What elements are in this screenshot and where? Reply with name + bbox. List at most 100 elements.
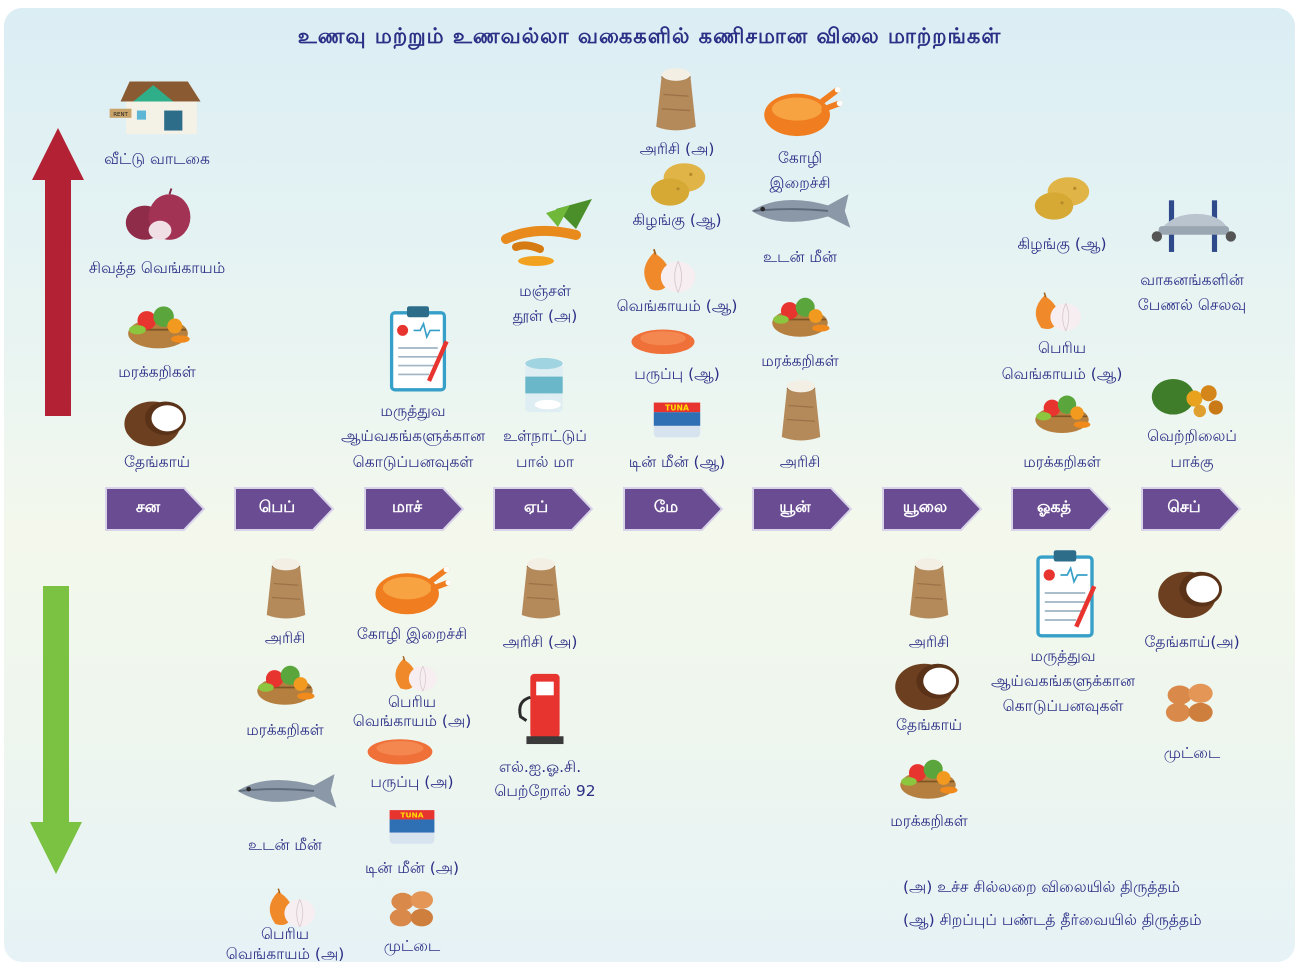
item-label: வெங்காயம் (ஆ) <box>1001 365 1123 383</box>
item-label: பெரிய <box>1037 339 1087 357</box>
item-label: பேணல் செலவு <box>1137 296 1247 314</box>
red-onion-icon <box>122 188 198 246</box>
item-label: கிழங்கு (ஆ) <box>1017 235 1107 253</box>
item-label: வாகனங்களின் <box>1140 271 1244 289</box>
item-label: கொடுப்பனவுகள் <box>352 453 474 471</box>
betel-areca-icon <box>1150 368 1230 422</box>
vegetables-icon <box>120 298 196 354</box>
fish-icon <box>744 186 856 234</box>
house-icon <box>106 74 206 138</box>
item-label: ஆய்வகங்களுக்கான <box>990 672 1136 690</box>
fish-icon <box>230 766 342 814</box>
item-label: பெரிய <box>387 693 437 711</box>
item-label: பால் மா <box>516 453 574 471</box>
item-label: தேங்காய் <box>896 716 962 734</box>
item-label: பருப்பு (ஆ) <box>634 365 720 383</box>
tuna-can-icon <box>384 802 440 850</box>
dhal-icon <box>628 322 698 358</box>
tuna-can-icon <box>648 394 706 444</box>
month-label: மாச் <box>391 497 423 516</box>
rice-sack-icon <box>646 62 706 134</box>
item-label: வெங்காயம் (அ) <box>225 945 345 963</box>
rice-sack-icon <box>256 552 316 622</box>
rice-sack-icon <box>772 374 830 444</box>
item-label: உடன் மீன் <box>763 248 837 266</box>
vegetables-icon <box>248 658 322 710</box>
item-label: பெற்றோல் 92 <box>494 782 596 800</box>
egg-icon <box>382 884 444 932</box>
price-increase-arrow <box>32 128 84 416</box>
item-label: கிழங்கு (ஆ) <box>632 211 722 229</box>
item-label: கோழி இறைச்சி <box>356 625 468 643</box>
vegetables-icon <box>890 752 966 804</box>
month-mar-arrow: மாச் <box>363 484 467 534</box>
item-label: அரிசி (அ) <box>639 140 715 158</box>
item-label: டின் மீன் (ஆ) <box>628 453 726 471</box>
diagram-background <box>4 8 1295 962</box>
item-label: தூள் (அ) <box>512 307 578 325</box>
item-label: மரக்கறிகள் <box>118 363 196 381</box>
item-label: பெரிய <box>260 925 310 943</box>
item-label: மஞ்சள் <box>519 282 571 300</box>
medical-report-icon <box>378 304 458 392</box>
month-apr-arrow: ஏப் <box>492 484 596 534</box>
coconut-icon <box>118 394 198 450</box>
month-jul-arrow: யூலை <box>881 484 985 534</box>
coconut-icon <box>888 656 972 714</box>
month-label: மே <box>653 497 679 516</box>
coconut-icon <box>1150 564 1236 622</box>
potato-icon <box>646 160 710 208</box>
onion-icon <box>378 652 448 694</box>
chicken-icon <box>368 562 452 618</box>
item-label: டின் மீன் (அ) <box>364 859 460 877</box>
item-label: மருத்துவ <box>1030 647 1096 665</box>
item-label: எல்.ஐ.ஓ.சி. <box>498 758 582 776</box>
month-aug-arrow: ஓகத் <box>1010 484 1114 534</box>
item-label: கொடுப்பனவுகள் <box>1002 697 1124 715</box>
car-service-icon <box>1150 196 1236 258</box>
item-label: அரிசி (அ) <box>502 633 578 651</box>
item-label: வெற்றிலைப் <box>1147 427 1237 445</box>
legend-aa: (ஆ) சிறப்புப் பண்டத் தீர்வையில் திருத்தம… <box>903 911 1202 929</box>
month-jan-arrow: சன <box>104 484 208 534</box>
item-label: தேங்காய் <box>124 453 190 471</box>
item-label: பாக்கு <box>1170 453 1214 471</box>
item-label: மரக்கறிகள் <box>1023 453 1101 471</box>
vegetables-icon <box>1026 388 1098 438</box>
item-label: மரக்கறிகள் <box>761 352 839 370</box>
diagram-title: உணவு மற்றும் உணவல்லா வகைகளில் கணிசமான வி… <box>297 24 1002 48</box>
month-label: யூலை <box>902 497 948 516</box>
month-label: ஏப் <box>523 497 549 516</box>
month-sep-arrow: செப் <box>1140 484 1244 534</box>
month-label: சன <box>135 497 161 516</box>
onion-icon <box>1022 288 1088 334</box>
legend-a: (அ) உச்ச சில்லறை விலையில் திருத்தம் <box>903 878 1181 896</box>
month-may-arrow: மே <box>622 484 726 534</box>
onion-icon <box>630 244 702 296</box>
fuel-pump-icon <box>514 668 574 746</box>
item-label: உடன் மீன் <box>248 836 322 854</box>
item-label: அரிசி <box>264 629 306 647</box>
item-label: மரக்கறிகள் <box>890 812 968 830</box>
month-label: செப் <box>1167 497 1201 516</box>
rice-sack-icon <box>512 552 570 622</box>
month-label: ஓகத் <box>1036 497 1072 516</box>
item-label: மரக்கறிகள் <box>246 721 324 739</box>
turmeric-icon <box>496 198 596 270</box>
potato-icon <box>1030 174 1094 222</box>
item-label: முட்டை <box>1163 744 1221 762</box>
month-jun-arrow: யூன் <box>751 484 855 534</box>
item-label: இறைச்சி <box>769 174 831 192</box>
egg-icon <box>1158 676 1224 728</box>
item-label: உள்நாட்டுப் <box>503 427 587 445</box>
item-label: சிவத்த வெங்காயம் <box>88 259 226 277</box>
item-label: அரிசி <box>779 453 821 471</box>
item-label: ஆய்வகங்களுக்கான <box>340 427 486 445</box>
price-decrease-arrow <box>30 586 82 874</box>
month-label: யூன் <box>779 497 811 516</box>
month-label: பெப் <box>258 497 296 516</box>
item-label: முட்டை <box>383 937 441 955</box>
medical-report-icon <box>1024 548 1106 638</box>
item-label: மருத்துவ <box>380 402 446 420</box>
item-label: அரிசி <box>908 633 950 651</box>
